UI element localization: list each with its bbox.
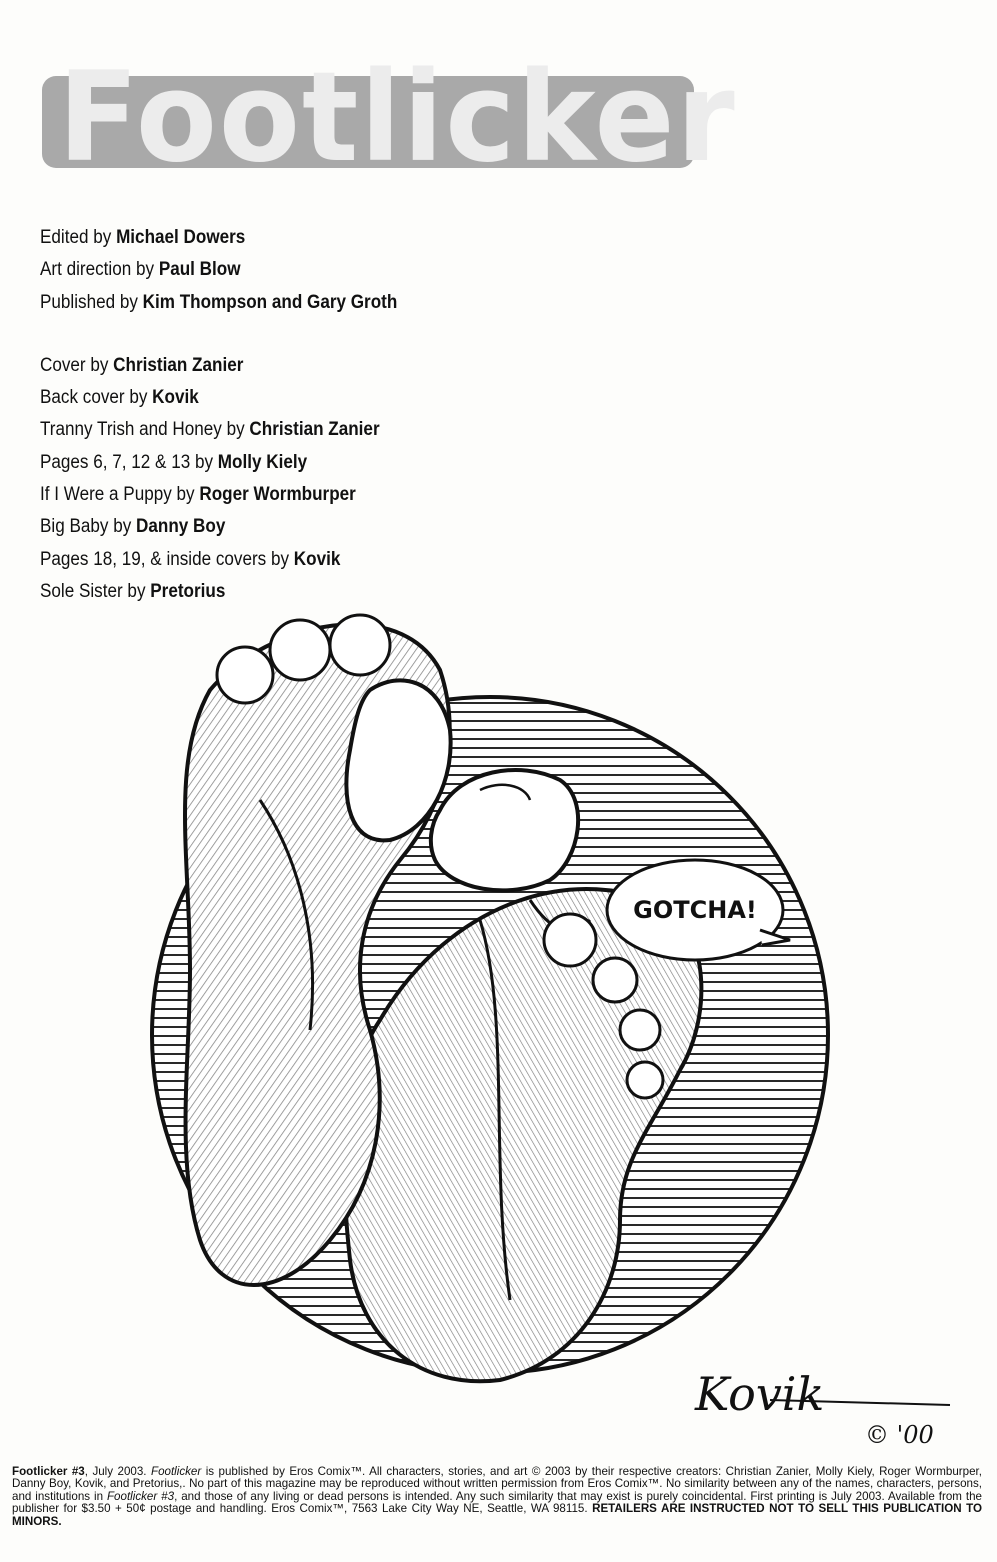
feet-illustration: GOTCHA! Kovik © '00 xyxy=(150,613,951,1449)
speech-bubble-text: GOTCHA! xyxy=(633,896,757,924)
credit-line: Pages 6, 7, 12 & 13 by Molly Kiely xyxy=(40,447,397,479)
credit-name: Molly Kiely xyxy=(217,451,308,473)
credit-role: If I Were a Puppy by xyxy=(40,484,195,506)
credit-role: Cover by xyxy=(40,354,109,376)
footer-pub-name: Footlicker xyxy=(150,1465,202,1478)
credit-line: Sole Sister by Pretorius xyxy=(40,576,397,608)
credit-line: If I Were a Puppy by Roger Wormburper xyxy=(40,479,397,511)
title-banner xyxy=(42,76,694,168)
credit-role: Edited by xyxy=(40,227,112,248)
speech-bubble: GOTCHA! xyxy=(605,858,791,962)
credit-name: Kim Thompson and Gary Groth xyxy=(142,291,398,313)
credit-line: Tranny Trish and Honey by Christian Zani… xyxy=(40,414,397,446)
credit-line: Edited by Michael Dowers xyxy=(40,222,397,254)
credit-name: Kovik xyxy=(293,548,341,570)
credit-line: Cover by Christian Zanier xyxy=(40,350,397,382)
credit-role: Pages 18, 19, & inside covers by xyxy=(40,548,290,570)
footer-issue-2: Footlicker #3 xyxy=(106,1489,175,1503)
credit-name: Pretorius xyxy=(150,580,226,602)
credits-gap xyxy=(40,319,437,350)
credit-role: Tranny Trish and Honey by xyxy=(40,419,245,441)
credit-role: Sole Sister by xyxy=(40,580,146,602)
credit-role: Pages 6, 7, 12 & 13 by xyxy=(40,451,214,473)
footer-text-2: is published by Eros Comix™. All charact… xyxy=(12,1465,982,1503)
credit-line: Art direction by Paul Blow xyxy=(40,254,397,286)
credit-line: Published by Kim Thompson and Gary Groth xyxy=(40,287,397,319)
legal-footer: Footlicker #3, July 2003. Footlicker is … xyxy=(12,1465,983,1528)
credit-name: Kovik xyxy=(152,387,199,409)
footer-text-1: , July 2003. xyxy=(84,1465,151,1478)
upper-foot xyxy=(183,613,453,1287)
credit-name: Michael Dowers xyxy=(116,227,246,248)
lower-foot xyxy=(342,887,704,1384)
credit-line: Pages 18, 19, & inside covers by Kovik xyxy=(40,544,397,576)
footer-issue: Footlicker #3 xyxy=(12,1465,85,1478)
credit-role: Art direction by xyxy=(40,259,155,281)
credit-name: Christian Zanier xyxy=(249,419,380,441)
credit-role: Big Baby by xyxy=(40,516,132,538)
credit-role: Back cover by xyxy=(40,387,148,409)
credit-name: Christian Zanier xyxy=(113,354,244,376)
credit-role: Published by xyxy=(40,291,138,313)
artist-signature: Kovik © '00 xyxy=(694,1367,951,1449)
signature-text: Kovik xyxy=(694,1367,824,1421)
footer-text-3: , and those of any living or dead person… xyxy=(12,1489,983,1516)
credit-name: Roger Wormburper xyxy=(199,484,356,506)
credit-name: Danny Boy xyxy=(136,516,226,538)
credit-line: Back cover by Kovik xyxy=(40,382,397,414)
credit-name: Paul Blow xyxy=(158,259,241,281)
footer-warning: RETAILERS ARE INSTRUCTED NOT TO SELL THI… xyxy=(12,1502,982,1528)
magazine-title: Footlicker xyxy=(58,44,737,190)
credits-list: Edited by Michael Dowers Art direction b… xyxy=(40,222,437,608)
big-toe xyxy=(428,768,581,893)
copyright-mark: © '00 xyxy=(865,1421,934,1449)
credit-line: Big Baby by Danny Boy xyxy=(40,511,397,543)
